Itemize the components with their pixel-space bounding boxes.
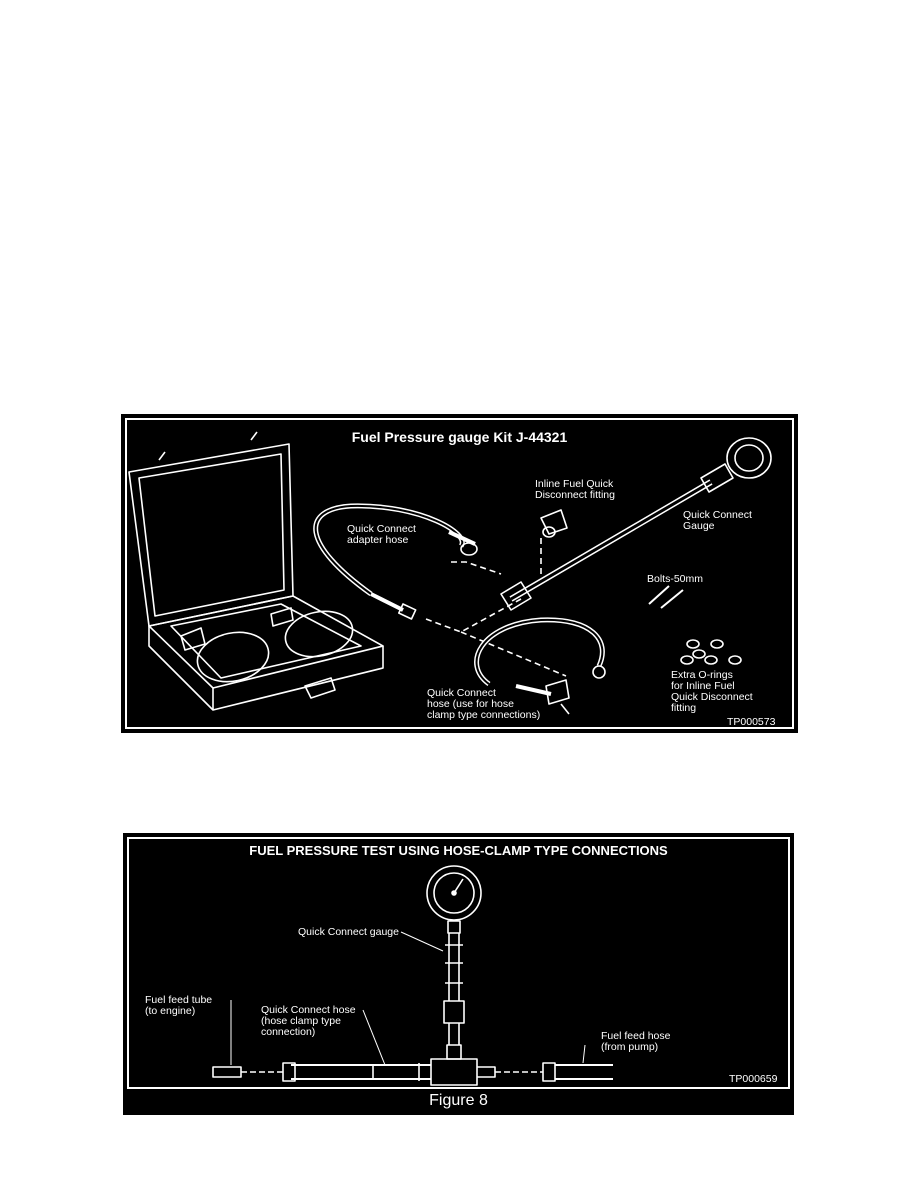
test-qc-hose (291, 1065, 431, 1079)
test-gauge-hose (449, 933, 459, 1001)
gauge-dial (727, 438, 771, 478)
fuel-feed-tube (213, 1067, 241, 1077)
label-qc-hose: Quick Connect hose (use for hose clamp t… (427, 688, 540, 721)
label-orings: Extra O-rings for Inline Fuel Quick Disc… (671, 670, 753, 714)
label-test-gauge: Quick Connect gauge (298, 927, 399, 938)
label-feed-hose: Fuel feed hose (from pump) (601, 1031, 670, 1053)
test-illustration (123, 833, 794, 1115)
test-figure-code: TP000659 (729, 1073, 777, 1085)
kit-figure-code: TP000573 (727, 716, 775, 728)
label-inline-fitting: Inline Fuel Quick Disconnect fitting (535, 479, 615, 501)
qc-hose (477, 620, 603, 684)
bolts (649, 586, 683, 608)
label-test-qc-hose: Quick Connect hose (hose clamp type conn… (261, 1005, 356, 1038)
o-rings (681, 640, 741, 664)
adapter-fitting (461, 543, 477, 555)
label-bolts: Bolts-50mm (647, 574, 703, 585)
figure-caption: Figure 8 (123, 1092, 794, 1110)
test-figure: FUEL PRESSURE TEST USING HOSE-CLAMP TYPE… (123, 833, 794, 1115)
label-adapter-hose: Quick Connect adapter hose (347, 524, 416, 546)
fuel-feed-hose (555, 1065, 613, 1079)
label-gauge: Quick Connect Gauge (683, 510, 752, 532)
kit-figure: Fuel Pressure gauge Kit J-44321 (121, 414, 798, 733)
label-feed-tube: Fuel feed tube (to engine) (145, 995, 212, 1017)
case-recess-left (193, 626, 273, 688)
tee-fitting (431, 1059, 477, 1085)
adapter-hose (316, 506, 463, 594)
